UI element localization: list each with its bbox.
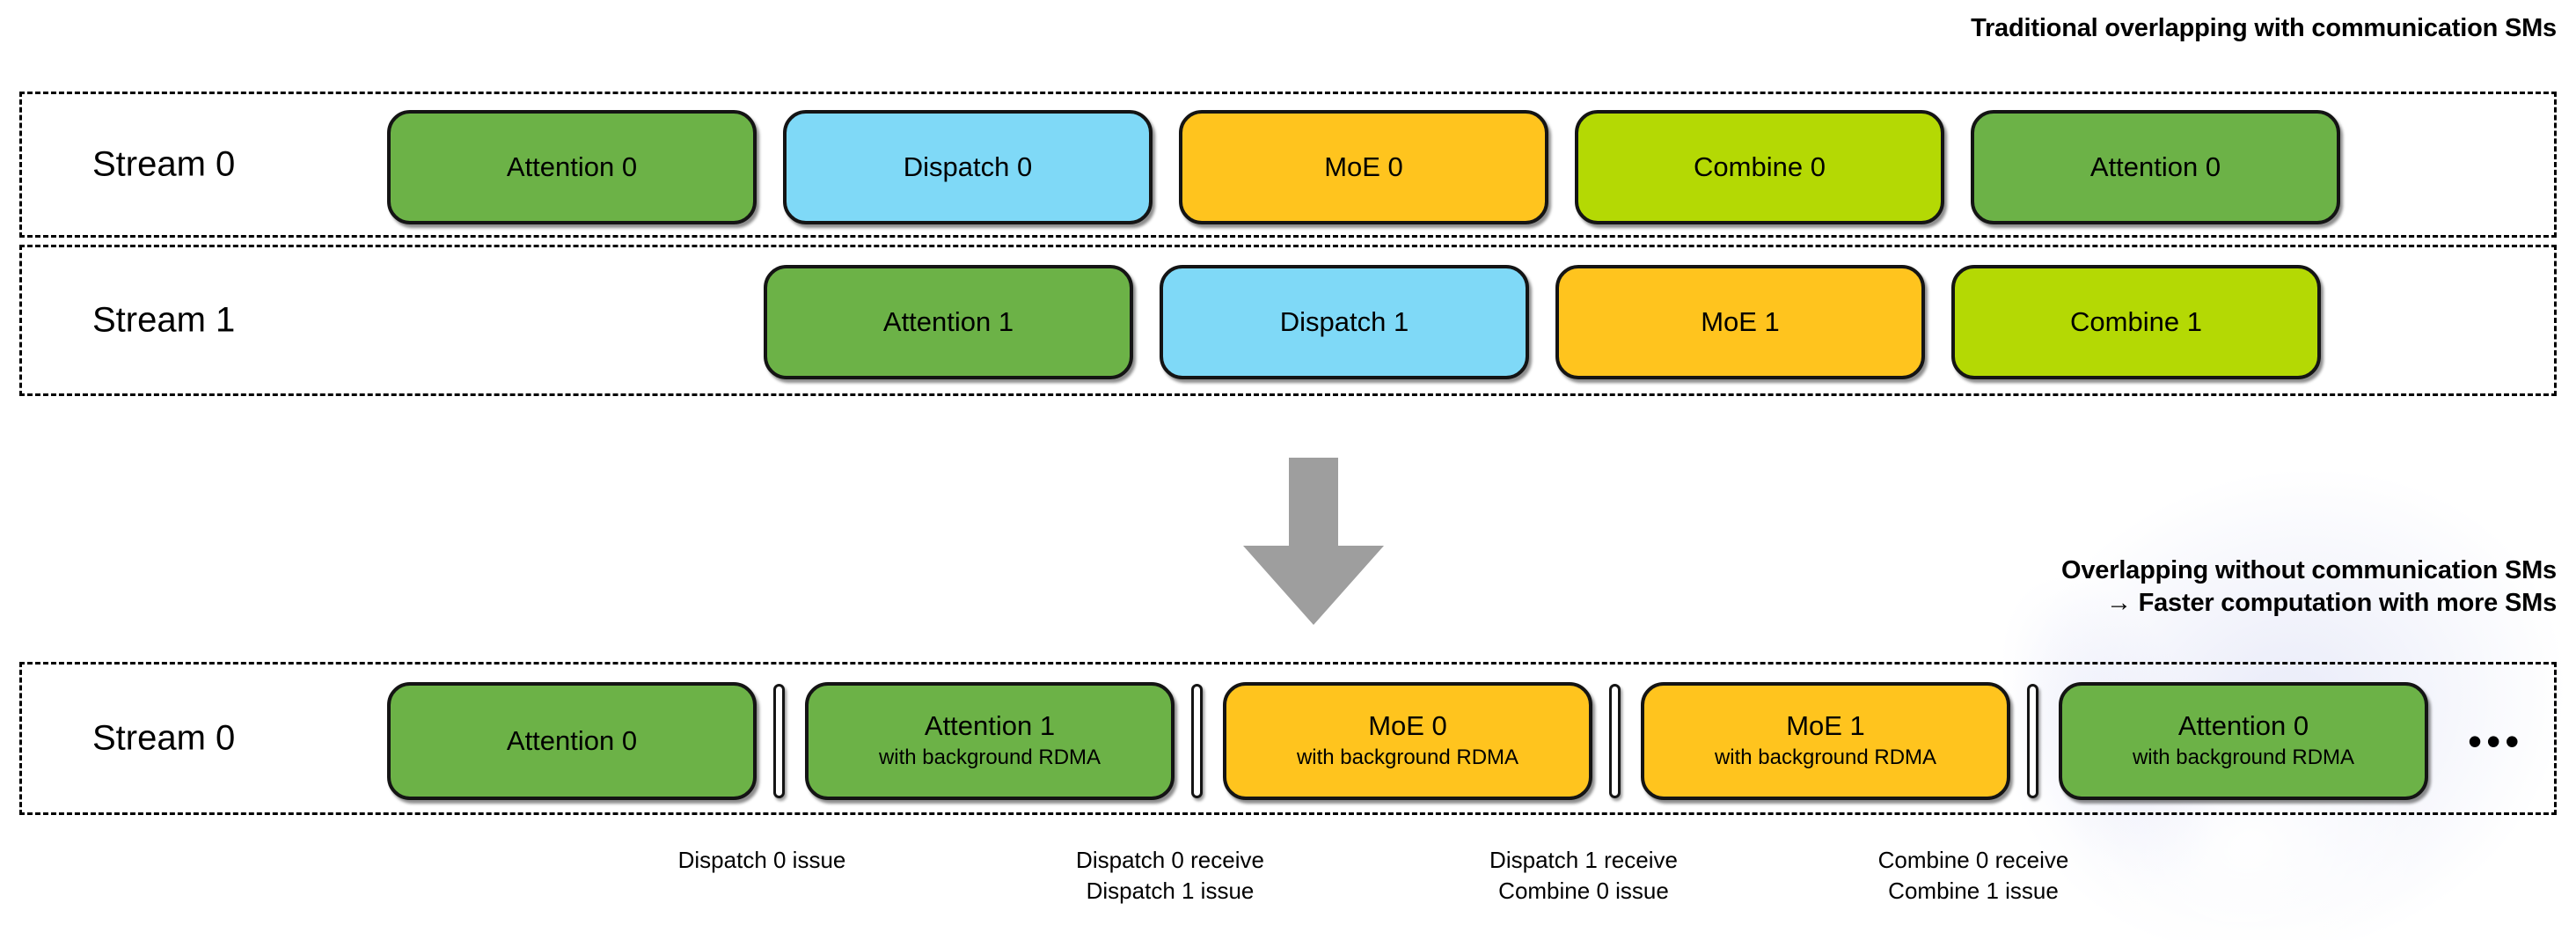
caption-traditional: Traditional overlapping with communicati…: [1971, 14, 2557, 42]
block-title: MoE 0: [1368, 710, 1447, 742]
block-combine-0[interactable]: Combine 0: [1575, 110, 1944, 224]
block-title: Combine 0: [1694, 151, 1826, 182]
note-dispatch-0-issue: Dispatch 0 issue: [677, 847, 846, 873]
separator-bar-1: [773, 684, 785, 798]
block-dispatch-1[interactable]: Dispatch 1: [1160, 265, 1529, 379]
block-title: Attention 0: [506, 151, 638, 182]
block-title: Dispatch 0: [903, 151, 1033, 182]
caption-no-comm-sms: Overlapping without communication SMs → …: [2061, 556, 2557, 618]
block-title: Attention 0: [506, 724, 638, 756]
block-title: Attention 1: [882, 305, 1014, 337]
block-opt-moe-1[interactable]: MoE 1 with background RDMA: [1641, 682, 2010, 800]
lane-stream0-optimized: Stream 0 Attention 0 Attention 1 with ba…: [19, 662, 2557, 815]
down-arrow-icon: [1226, 458, 1401, 625]
block-attention-0-b[interactable]: Attention 0: [1971, 110, 2340, 224]
block-title: Combine 1: [2070, 305, 2202, 337]
separator-bar-3: [1609, 684, 1621, 798]
block-opt-attention-0[interactable]: Attention 0: [387, 682, 757, 800]
lane-stream0-traditional: Stream 0 Attention 0 Dispatch 0 MoE 0 Co…: [19, 92, 2557, 238]
block-title: MoE 0: [1324, 151, 1403, 182]
block-dispatch-0[interactable]: Dispatch 0: [783, 110, 1153, 224]
lane-stream1-traditional: Stream 1 Attention 1 Dispatch 1 MoE 1 Co…: [19, 245, 2557, 396]
block-attention-1[interactable]: Attention 1: [764, 265, 1133, 379]
lane-label-stream0-top: Stream 0: [92, 144, 236, 184]
block-title: Attention 0: [2177, 710, 2309, 742]
note-combine-0-receive-1-issue: Combine 0 receive Combine 1 issue: [1877, 847, 2069, 905]
block-combine-1[interactable]: Combine 1: [1951, 265, 2321, 379]
block-title: Dispatch 1: [1279, 305, 1409, 337]
lane-label-stream0-bottom: Stream 0: [92, 718, 236, 758]
block-opt-attention-0-b[interactable]: Attention 0 with background RDMA: [2059, 682, 2428, 800]
block-subtitle: with background RDMA: [2132, 745, 2355, 769]
block-subtitle: with background RDMA: [1296, 745, 1519, 769]
block-opt-moe-0[interactable]: MoE 0 with background RDMA: [1223, 682, 1592, 800]
block-attention-0-a[interactable]: Attention 0: [387, 110, 757, 224]
block-title: Attention 0: [2089, 151, 2221, 182]
block-title: MoE 1: [1701, 305, 1780, 337]
block-subtitle: with background RDMA: [1714, 745, 1937, 769]
block-moe-0[interactable]: MoE 0: [1179, 110, 1548, 224]
lane-label-stream1: Stream 1: [92, 300, 236, 340]
ellipsis-more-blocks: •••: [2468, 718, 2524, 764]
block-opt-attention-1[interactable]: Attention 1 with background RDMA: [805, 682, 1175, 800]
note-dispatch-0-receive-1-issue: Dispatch 0 receive Dispatch 1 issue: [1076, 847, 1264, 905]
block-moe-1[interactable]: MoE 1: [1555, 265, 1925, 379]
separator-bar-4: [2027, 684, 2038, 798]
block-title: MoE 1: [1786, 710, 1865, 742]
note-dispatch-1-receive-combine-0-issue: Dispatch 1 receive Combine 0 issue: [1489, 847, 1678, 905]
block-subtitle: with background RDMA: [878, 745, 1101, 769]
separator-bar-2: [1191, 684, 1203, 798]
block-title: Attention 1: [924, 710, 1056, 742]
